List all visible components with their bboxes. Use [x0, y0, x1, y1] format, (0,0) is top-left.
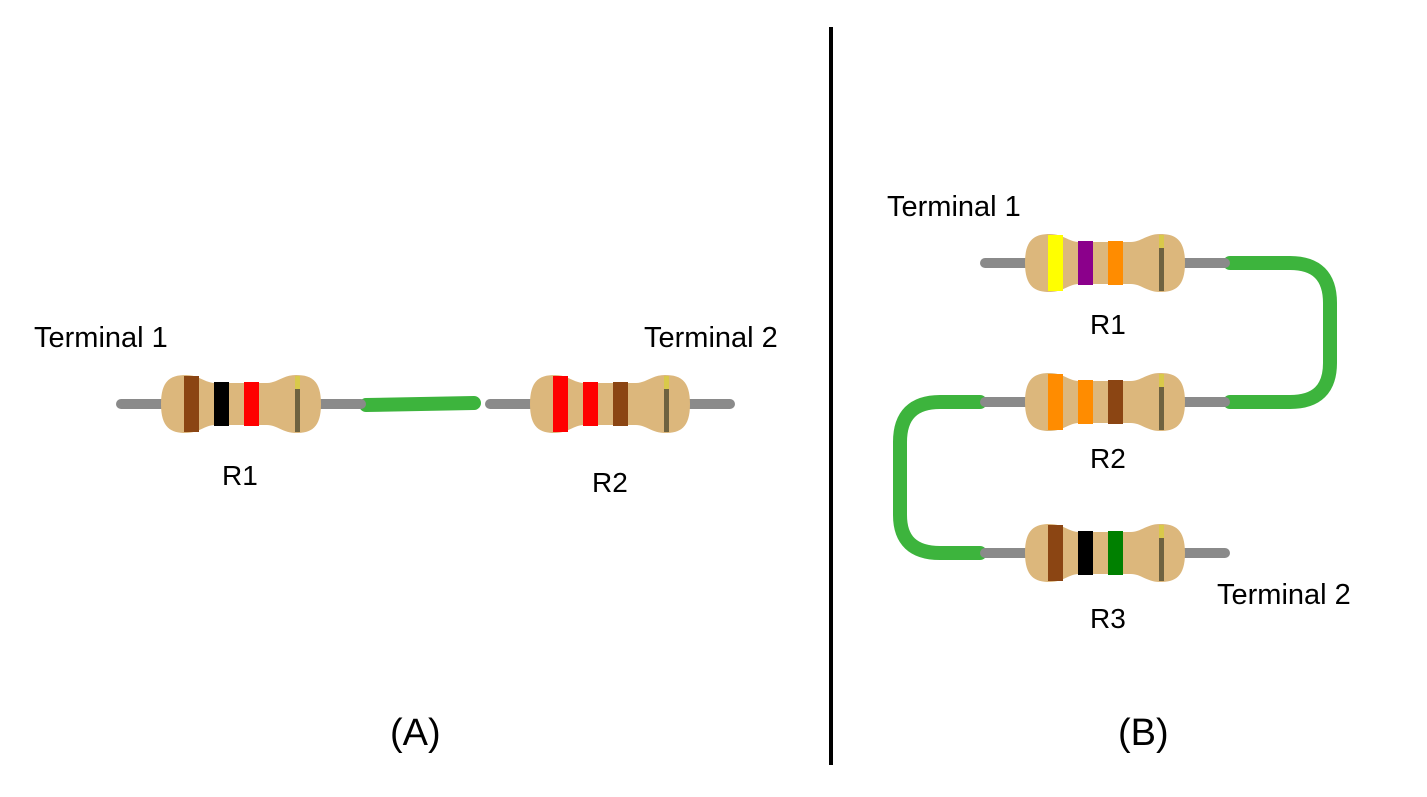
resistor-body [1025, 373, 1185, 431]
resistor-body [1025, 524, 1185, 582]
resistor-band-black [1078, 531, 1093, 575]
resistor-band-violet [1078, 241, 1093, 285]
resistor-band-orange [1108, 241, 1123, 285]
panel-b-r2-label: R2 [1090, 443, 1126, 474]
panel-b-r1-label: R1 [1090, 309, 1126, 340]
resistor-tolerance-tip [1159, 525, 1164, 538]
panel-a-caption: (A) [390, 712, 441, 754]
resistor-a-r1 [116, 375, 366, 433]
resistor-band-orange [1078, 380, 1093, 424]
resistor-band-red [583, 382, 598, 426]
panel-a: Terminal 1 Terminal 2 R1 R2 (A) [34, 322, 778, 754]
resistor-band-red [244, 382, 259, 426]
resistor-band-yellow [1048, 235, 1063, 291]
resistor-band-orange [1048, 374, 1063, 430]
resistor-tolerance-tip [664, 376, 669, 389]
panel-a-r1-label: R1 [222, 460, 258, 491]
panel-b-terminal-1-label: Terminal 1 [887, 191, 1021, 223]
resistor-tolerance-tip [295, 376, 300, 389]
panel-b-r3-label: R3 [1090, 603, 1126, 634]
resistor-band-brown [184, 376, 199, 432]
resistor-body [1025, 234, 1185, 292]
resistor-tolerance-band [664, 389, 669, 432]
resistor-band-brown [613, 382, 628, 426]
resistor-tolerance-band [295, 389, 300, 432]
panel-a-r2-label: R2 [592, 467, 628, 498]
resistor-band-brown [1048, 525, 1063, 581]
resistor-tolerance-tip [1159, 374, 1164, 387]
resistor-band-red [553, 376, 568, 432]
resistor-a-r2 [485, 375, 735, 433]
wire-b-r2-r3 [893, 395, 987, 560]
resistor-tolerance-band [1159, 538, 1164, 581]
resistor-tolerance-band [1159, 387, 1164, 430]
resistor-body [530, 375, 690, 433]
resistor-band-black [214, 382, 229, 426]
panel-a-terminal-1-label: Terminal 1 [34, 322, 168, 354]
wire-b-r1-r2 [1223, 256, 1337, 409]
resistor-band-brown [1108, 380, 1123, 424]
resistor-body [161, 375, 321, 433]
resistor-b-r2 [980, 373, 1230, 431]
resistor-b-r1 [980, 234, 1230, 292]
resistor-b-r3 [980, 524, 1230, 582]
panel-a-terminal-2-label: Terminal 2 [644, 322, 778, 354]
resistor-tolerance-band [1159, 248, 1164, 291]
resistor-tolerance-tip [1159, 235, 1164, 248]
wire-a-r1-r2 [359, 396, 481, 412]
panel-b: Terminal 1 Terminal 2 R1 R2 R3 (B) [887, 191, 1351, 754]
panel-b-caption: (B) [1118, 712, 1169, 754]
panel-b-terminal-2-label: Terminal 2 [1217, 579, 1351, 611]
resistor-band-green [1108, 531, 1123, 575]
